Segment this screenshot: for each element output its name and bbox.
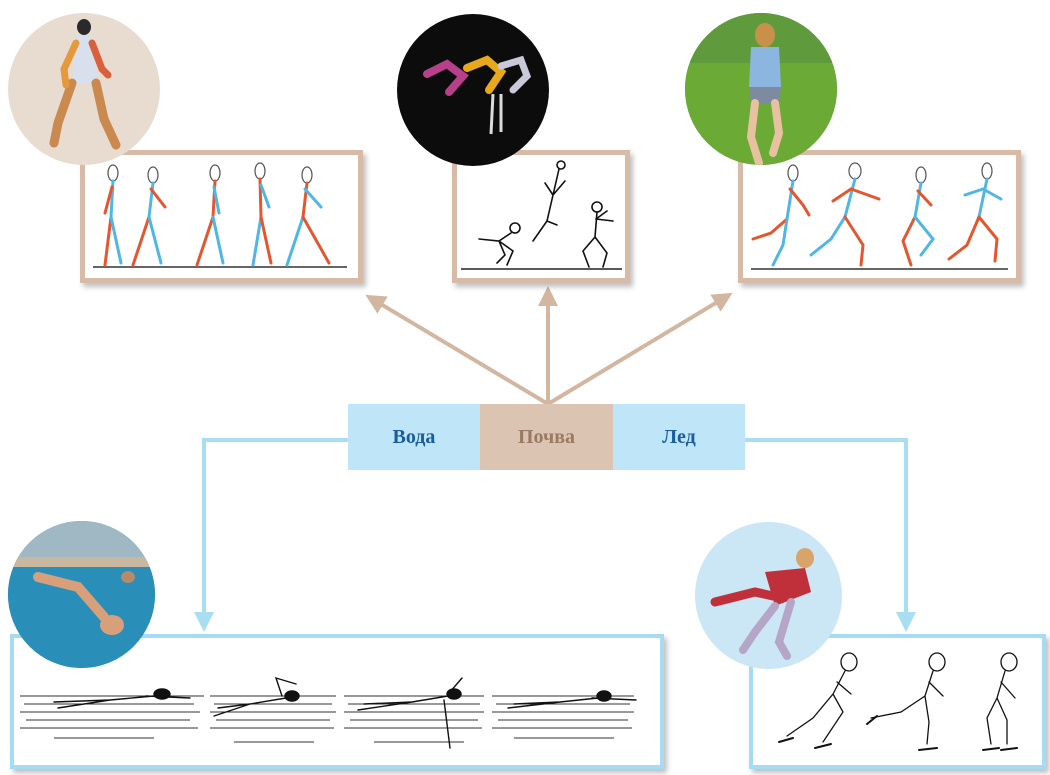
jumping-panel: [452, 150, 630, 283]
skating-photo-circle: [695, 522, 842, 669]
running-stick-figures: [751, 162, 1008, 270]
water-label-box: Вода: [348, 404, 480, 470]
swimming-stroke-sequence: [20, 676, 637, 749]
arrow-soil-to-running: [546, 292, 733, 406]
walking-panel: [80, 150, 363, 283]
hurdle-jump-icon: [423, 55, 532, 135]
jumping-stick-figures: [461, 160, 622, 270]
ice-label-box: Лед: [613, 404, 745, 470]
swimmer-icon: [8, 521, 155, 668]
water-label: Вода: [392, 425, 436, 448]
arrow-ice-to-skating: [745, 438, 916, 632]
hurdles-photo-circle: [397, 14, 549, 166]
swimming-panel: [10, 634, 664, 769]
walking-photo-circle: [8, 13, 160, 165]
arrow-soil-to-walking: [365, 294, 550, 406]
running-woman-icon: [685, 13, 837, 165]
skaters-icon: [710, 548, 814, 660]
ice-label: Лед: [662, 425, 696, 448]
walking-stick-figures: [93, 162, 347, 268]
skating-stick-figures: [778, 652, 1018, 751]
walking-person-icon: [49, 19, 121, 150]
arrow-water-to-swimming: [194, 438, 348, 632]
swimming-photo-circle: [8, 521, 155, 668]
soil-label-box: Почва: [480, 404, 613, 470]
running-photo-circle: [685, 13, 837, 165]
soil-label: Почва: [517, 425, 576, 448]
running-panel: [738, 150, 1021, 283]
